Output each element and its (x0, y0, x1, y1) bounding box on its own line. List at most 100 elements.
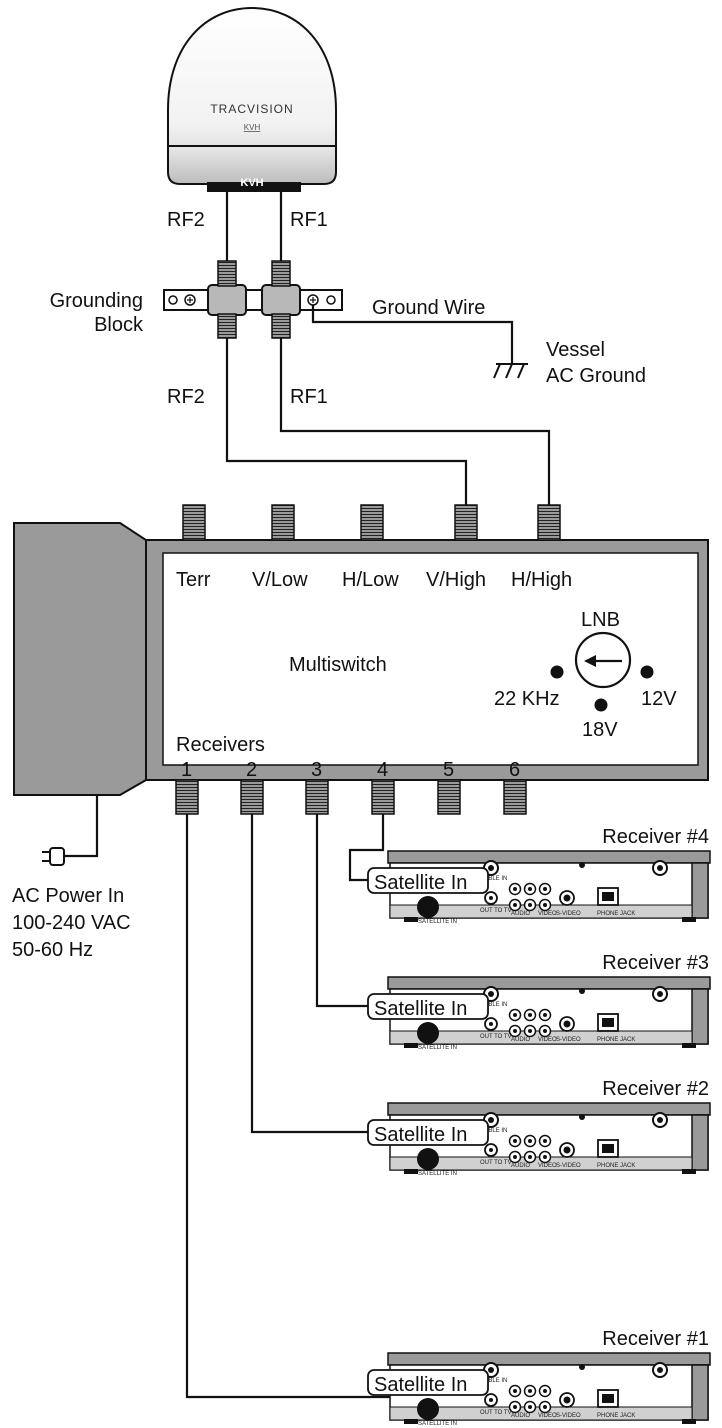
output-connector-5 (437, 779, 461, 815)
lnb-label-22khz: 22 KHz (494, 688, 560, 710)
ground-wire-label: Ground Wire (372, 297, 485, 319)
output-connector-1 (175, 779, 199, 815)
svg-text:VIDEO: VIDEO (538, 1413, 557, 1419)
svg-text:PHONE JACK: PHONE JACK (597, 1037, 635, 1043)
output-connector-2 (240, 779, 264, 815)
antenna-base (167, 145, 337, 185)
satellite-in-callout (367, 1119, 489, 1146)
svg-text:CABLE IN: CABLE IN (480, 1128, 507, 1134)
power-cord (42, 795, 99, 866)
antenna-cables (225, 192, 283, 262)
power-label-3: 50-60 Hz (12, 939, 93, 961)
lnb-label-18v: 18V (582, 719, 618, 741)
svg-text:PHONE JACK: PHONE JACK (597, 1413, 635, 1419)
receiver-3: SATELLITE IN OUT TO TV CABLE IN AUDIO VI… (367, 952, 711, 1051)
svg-text:VIDEO: VIDEO (538, 1037, 557, 1043)
svg-text:S-VIDEO: S-VIDEO (556, 1413, 581, 1419)
output-connector-6 (503, 779, 527, 815)
receiver-1: SATELLITE IN OUT TO TV CABLE IN AUDIO VI… (367, 1328, 711, 1427)
svg-text:CABLE IN: CABLE IN (480, 1378, 507, 1384)
lnb-selector (550, 631, 654, 712)
input-connector-v-low (271, 504, 295, 541)
lnb-dot-22khz (550, 665, 564, 679)
input-connector-v-high (454, 504, 478, 541)
receiver-title: Receiver #3 (602, 952, 709, 974)
svg-text:S-VIDEO: S-VIDEO (556, 1163, 581, 1169)
plug-icon (49, 847, 65, 866)
svg-text:AUDIO: AUDIO (511, 1037, 530, 1043)
output-connector-3 (305, 779, 329, 815)
input-label-h-low: H/Low (342, 569, 399, 591)
output-label-1: 1 (181, 759, 192, 781)
svg-text:S-VIDEO: S-VIDEO (556, 1037, 581, 1043)
input-label-v-low: V/Low (252, 569, 308, 591)
svg-text:CABLE IN: CABLE IN (480, 1002, 507, 1008)
input-connector-terr (182, 504, 206, 541)
output-connector-4 (371, 779, 395, 815)
ground-wire (311, 305, 528, 379)
output-label-2: 2 (246, 759, 257, 781)
svg-text:PHONE JACK: PHONE JACK (597, 1163, 635, 1169)
antenna-brand: TRACVISION (210, 102, 293, 116)
output-label-4: 4 (377, 759, 388, 781)
receivers-label: Receivers (176, 734, 265, 756)
power-label-2: 100-240 VAC (12, 912, 131, 934)
antenna-maker-logo: KVH (244, 123, 261, 132)
svg-text:SATELLITE IN: SATELLITE IN (418, 1421, 457, 1427)
receiver-4: SATELLITE IN OUT TO TV CABLE IN AUDIO VI… (367, 826, 711, 925)
satellite-in-callout-text: Satellite In (374, 1374, 467, 1396)
bolt-hole-right (326, 295, 336, 305)
satellite-in-callout (367, 1369, 489, 1396)
input-connector-h-low (360, 504, 384, 541)
input-connector-h-high (537, 504, 561, 541)
svg-text:OUT TO TV: OUT TO TV (480, 908, 512, 914)
receiver-title: Receiver #2 (602, 1078, 709, 1100)
vessel-ground-label-1: Vessel (546, 339, 605, 361)
coupler-rf2 (207, 284, 247, 316)
power-label-1: AC Power In (12, 885, 124, 907)
input-label-v-high: V/High (426, 569, 486, 591)
antenna-base-mark: KVH (240, 177, 263, 189)
rf1-upper-label: RF1 (290, 209, 328, 231)
multiswitch-title: Multiswitch (289, 654, 387, 676)
svg-text:SATELLITE IN: SATELLITE IN (418, 919, 457, 925)
svg-text:AUDIO: AUDIO (511, 911, 530, 917)
vessel-ground-label-2: AC Ground (546, 365, 646, 387)
output-label-3: 3 (311, 759, 322, 781)
grounding-block-label-2: Block (94, 314, 144, 336)
satellite-in-callout-text: Satellite In (374, 1124, 467, 1146)
rf1-lower-label: RF1 (290, 386, 328, 408)
rf2-lower-label: RF2 (167, 386, 205, 408)
output-label-5: 5 (443, 759, 454, 781)
grounding-block-label-1: Grounding (50, 290, 143, 312)
receiver-cables (185, 814, 420, 1399)
output-label-6: 6 (509, 759, 520, 781)
svg-text:CABLE IN: CABLE IN (480, 876, 507, 882)
satellite-in-port (417, 1148, 439, 1170)
svg-text:OUT TO TV: OUT TO TV (480, 1160, 512, 1166)
svg-text:OUT TO TV: OUT TO TV (480, 1410, 512, 1416)
satellite-in-port (417, 1022, 439, 1044)
antenna-foot (207, 182, 301, 192)
receiver-title: Receiver #1 (602, 1328, 709, 1350)
antenna-dome (167, 6, 337, 147)
satellite-in-port (417, 1398, 439, 1420)
receiver-2: SATELLITE IN OUT TO TV CABLE IN AUDIO VI… (367, 1078, 711, 1177)
satellite-in-callout-text: Satellite In (374, 998, 467, 1020)
receiver-unit: SATELLITE IN OUT TO TV CABLE IN AUDIO VI… (387, 976, 711, 1051)
bolt-hole-left (168, 295, 178, 305)
lnb-dial-arrow-icon (584, 655, 596, 667)
svg-text:OUT TO TV: OUT TO TV (480, 1034, 512, 1040)
svg-text:AUDIO: AUDIO (511, 1163, 530, 1169)
svg-text:SATELLITE IN: SATELLITE IN (418, 1045, 457, 1051)
rf-cables-to-multiswitch (225, 338, 551, 505)
svg-text:PHONE JACK: PHONE JACK (597, 911, 635, 917)
satellite-in-callout (367, 867, 489, 894)
lnb-label-12v: 12V (641, 688, 677, 710)
lnb-dot-12v (640, 665, 654, 679)
rf2-upper-label: RF2 (167, 209, 205, 231)
satellite-in-callout-text: Satellite In (374, 872, 467, 894)
svg-text:AUDIO: AUDIO (511, 1413, 530, 1419)
satellite-in-port (417, 896, 439, 918)
